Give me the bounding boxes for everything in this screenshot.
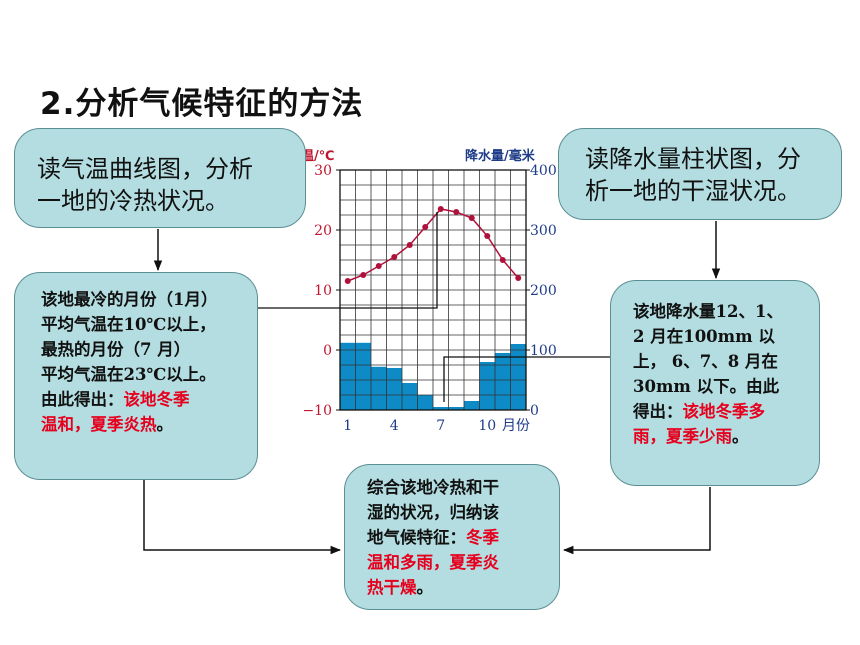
precipitation-bars	[340, 342, 526, 410]
read-precipitation-box: 读降水量柱状图，分 析一地的干湿状况。	[558, 128, 842, 220]
x-tick-label: 10	[478, 418, 496, 434]
precipitation-bar	[433, 407, 449, 410]
conclusion-text: 该地冬季多	[682, 402, 766, 421]
precipitation-bar	[448, 407, 464, 410]
temperature-point	[406, 242, 413, 248]
right-axis-label: 降水量/毫米	[465, 148, 536, 164]
conclusion-text: 热干燥	[367, 578, 417, 597]
conclusion-text: 雨，夏季少雨	[633, 427, 732, 446]
conclusion-text: 冬季	[466, 528, 499, 547]
temperature-point	[484, 233, 491, 239]
box-text: 上， 6、7、8 月在	[633, 352, 778, 371]
box-text: 2 月在100mm 以	[633, 327, 775, 346]
arrow-temp-to-summary	[143, 480, 342, 555]
box-text: 一地的冷热状况。	[37, 187, 229, 215]
temperature-point	[422, 224, 429, 230]
pointer-line-precip	[443, 356, 610, 402]
box-text: 平均气温在10℃以上，	[41, 315, 216, 334]
temperature-point	[375, 263, 382, 269]
conclusion-text: 该地冬季	[123, 390, 190, 409]
left-tick-label: 20	[314, 223, 332, 239]
pointer-line-temp	[258, 212, 438, 309]
temperature-point	[391, 254, 398, 260]
temperature-point	[360, 272, 367, 278]
temperature-point	[437, 206, 444, 212]
box-text: 综合该地冷热和干	[367, 478, 499, 497]
box-text: 该地最冷的月份（1月）	[41, 290, 218, 309]
temperature-points	[344, 206, 522, 284]
box-text: 读气温曲线图，分析	[37, 155, 253, 183]
temperature-analysis-box: 该地最冷的月份（1月） 平均气温在10℃以上， 最热的月份（7 月） 平均气温在…	[14, 272, 258, 480]
precipitation-bar	[386, 368, 402, 410]
right-tick-label: 0	[530, 403, 539, 419]
box-text: 。	[416, 578, 434, 597]
right-tick-label: 300	[530, 223, 557, 239]
box-text: 。	[732, 427, 749, 446]
left-tick-label: 30	[314, 163, 332, 179]
box-text: 30mm 以下。由此	[633, 377, 780, 396]
summary-box: 综合该地冷热和干 湿的状况，归纳该 地气候特征：冬季 温和多雨，夏季炎 热干燥。	[344, 464, 560, 610]
temperature-point	[499, 257, 506, 263]
precipitation-analysis-box: 该地降水量12、1、 2 月在100mm 以 上， 6、7、8 月在 30mm …	[610, 280, 820, 486]
page-title: 2.分析气候特征的方法	[40, 86, 364, 122]
read-temperature-box: 读气温曲线图，分析 一地的冷热状况。	[14, 128, 306, 228]
conclusion-text: 温和，夏季炎热	[41, 415, 157, 434]
x-tick-label: 4	[390, 418, 399, 434]
precipitation-bar	[402, 383, 418, 410]
box-text: 析一地的干湿状况。	[585, 177, 801, 205]
x-tick-label: 1	[343, 418, 352, 434]
box-text: 最热的月份（7 月）	[41, 340, 191, 359]
temperature-point	[453, 209, 460, 215]
temperature-point	[344, 278, 351, 284]
precipitation-bar	[495, 353, 511, 410]
left-tick-label: 10	[314, 283, 332, 299]
temperature-point	[468, 215, 475, 221]
left-tick-label: −10	[302, 403, 332, 419]
x-tick-label: 7	[436, 418, 445, 434]
precipitation-bar	[510, 344, 526, 410]
box-text: 。	[156, 415, 174, 434]
precipitation-bar	[417, 395, 433, 410]
box-text: 得出：	[633, 402, 683, 421]
box-text: 由此得出：	[41, 390, 124, 409]
right-tick-label: 400	[530, 163, 557, 179]
conclusion-text: 温和多雨，夏季炎	[367, 553, 499, 572]
box-text: 读降水量柱状图，分	[585, 145, 801, 173]
precipitation-bar	[464, 401, 480, 410]
temperature-point	[515, 275, 522, 281]
box-text: 该地降水量12、1、	[633, 302, 783, 321]
precipitation-bar	[340, 342, 356, 410]
right-tick-label: 100	[530, 343, 557, 359]
precipitation-bar	[355, 342, 371, 410]
box-text: 平均气温在23℃以上。	[41, 365, 216, 384]
right-tick-label: 200	[530, 283, 557, 299]
box-text: 地气候特征：	[367, 528, 466, 547]
box-text: 湿的状况，归纳该	[367, 503, 499, 522]
precipitation-bar	[479, 362, 495, 410]
precipitation-bar	[371, 366, 387, 410]
arrow-precip-to-summary	[562, 487, 711, 555]
chart-grid	[340, 170, 526, 410]
x-axis-label: 月份	[502, 418, 530, 434]
left-tick-label: 0	[323, 343, 332, 359]
